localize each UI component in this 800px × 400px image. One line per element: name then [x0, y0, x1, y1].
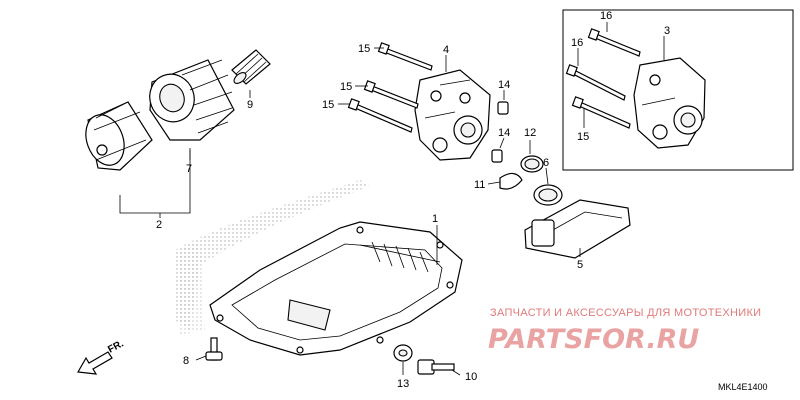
callout-15-a: 15: [358, 43, 370, 55]
callout-12: 12: [524, 127, 536, 139]
callout-15-d: 15: [577, 131, 589, 143]
callout-7: 7: [186, 163, 192, 175]
callout-11: 11: [474, 179, 485, 191]
callout-2: 2: [156, 219, 162, 231]
bolt-8: [205, 337, 223, 361]
callout-14-top: 14: [498, 79, 510, 91]
oil-pump-variant: [633, 57, 706, 149]
callout-14-bottom: 14: [498, 127, 510, 139]
callout-9: 9: [247, 99, 253, 111]
bolts-15: [347, 42, 433, 133]
front-direction-label: FR.: [106, 338, 126, 355]
pipe-screw: [231, 49, 271, 85]
oil-seal: [533, 184, 563, 206]
callout-5: 5: [577, 259, 583, 271]
callout-4: 4: [443, 44, 449, 56]
callout-15-c: 15: [322, 99, 334, 111]
diagram-code: MKL4E1400: [718, 382, 768, 392]
callout-16-a: 16: [600, 10, 612, 22]
oil-strainer: [524, 199, 631, 259]
oil-pump: [414, 69, 491, 161]
callout-15-b: 15: [340, 81, 352, 93]
o-ring-and-collar: [499, 155, 544, 190]
variant-box: [562, 9, 794, 171]
oil-filter-cap: [85, 101, 153, 171]
leader-lines: [119, 22, 665, 376]
dowel-pins: [491, 101, 509, 163]
callout-8: 8: [183, 355, 189, 367]
front-direction-arrow-icon: [77, 351, 113, 375]
callout-3: 3: [664, 25, 670, 37]
callout-13: 13: [397, 378, 409, 390]
oil-pan: [209, 221, 463, 356]
oil-filter-element: [149, 59, 235, 141]
callout-10: 10: [465, 371, 477, 383]
watermark-tagline: ЗАПЧАСТИ И АКСЕССУАРЫ ДЛЯ МОТОТЕХНИКИ: [490, 307, 761, 319]
callout-16-b: 16: [571, 37, 583, 49]
bolts-variant: [565, 28, 641, 129]
watermark-brand: PARTSFOR.RU: [488, 324, 699, 355]
drain-bolt: [417, 359, 455, 375]
callout-1: 1: [432, 213, 438, 225]
sealing-washer: [393, 344, 413, 362]
callouts: 1 2 3 4 5 6 7 8 9 10 11 12 13 14 14 15 1…: [156, 10, 670, 390]
dotted-shading: [175, 180, 370, 335]
callout-6: 6: [543, 157, 549, 169]
